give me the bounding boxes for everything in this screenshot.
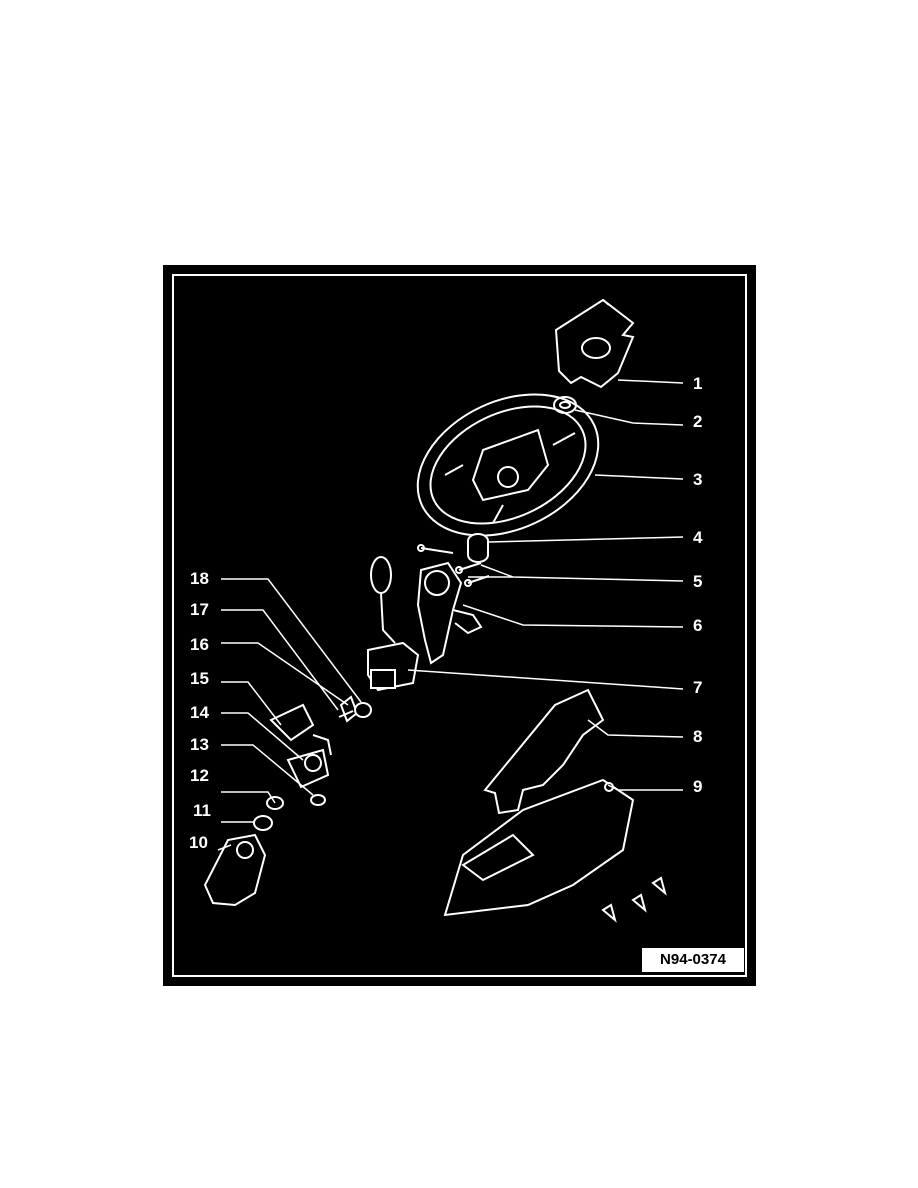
callout-7: 7 [693, 678, 703, 697]
spring-and-ring [338, 695, 372, 723]
leader-lines [217, 379, 684, 851]
callout-13: 13 [190, 735, 209, 754]
callout-4: 4 [693, 528, 703, 547]
callout-8: 8 [693, 727, 703, 746]
lower-trim-cover [443, 778, 635, 917]
steering-wheel [416, 393, 600, 537]
lock-housing [203, 833, 267, 907]
contact-unit [416, 561, 483, 665]
trim-screws [601, 876, 667, 923]
callout-6: 6 [693, 616, 703, 635]
callout-18: 18 [190, 569, 209, 588]
figure-frame [172, 274, 747, 977]
lock-cylinder-parts [253, 796, 284, 831]
callout-14: 14 [190, 703, 209, 722]
callout-12: 12 [190, 766, 209, 785]
exploded-view-figure: 1 2 3 4 5 6 7 8 9 10 11 12 13 14 15 16 1… [163, 265, 756, 986]
callout-17: 17 [190, 600, 209, 619]
callout-1: 1 [693, 374, 703, 393]
spacer-bushing [467, 533, 489, 563]
callout-5: 5 [693, 572, 703, 591]
upper-trim-cover [483, 688, 605, 815]
callout-2: 2 [693, 412, 703, 431]
callout-3: 3 [693, 470, 703, 489]
combination-switch [367, 556, 420, 692]
figure-id-label: N94-0374 [641, 947, 745, 973]
callout-15: 15 [190, 669, 209, 688]
callout-10: 10 [189, 833, 208, 852]
callout-16: 16 [190, 635, 209, 654]
ignition-switch-assembly [269, 703, 332, 806]
exploded-view-drawing [172, 274, 747, 977]
callout-9: 9 [693, 777, 703, 796]
airbag-cover [554, 298, 635, 389]
callout-11: 11 [193, 801, 211, 820]
screws [417, 544, 490, 587]
